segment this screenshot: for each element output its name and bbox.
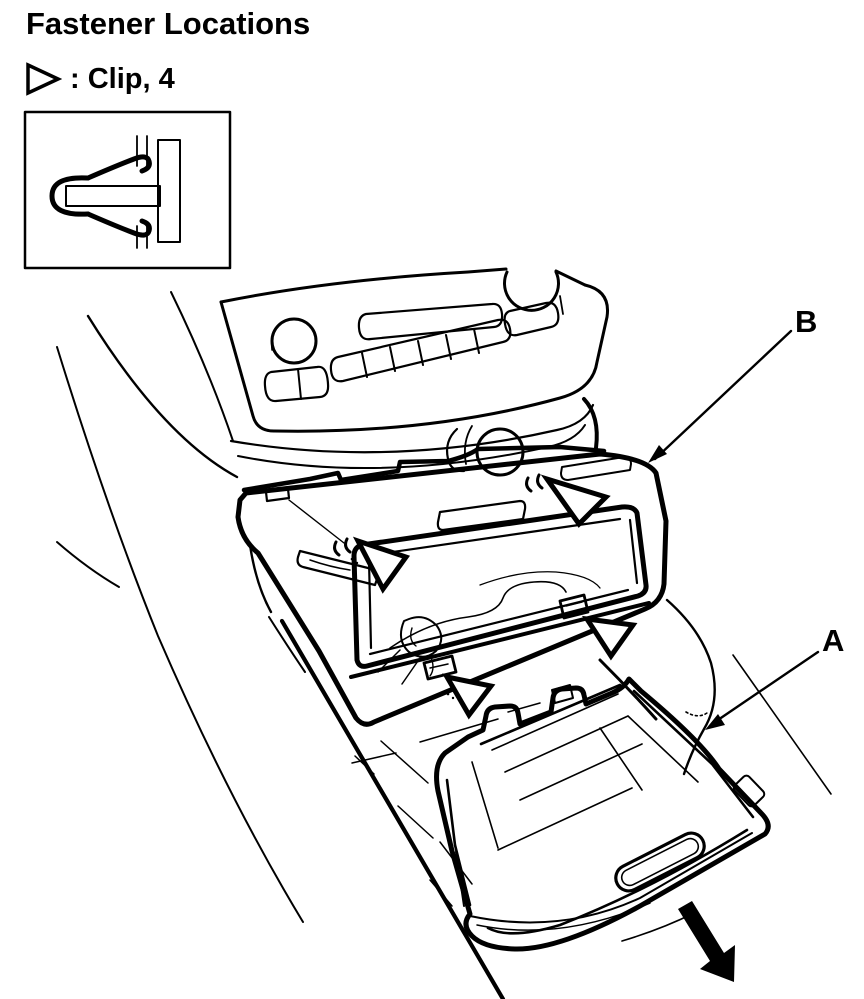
callout-a: A bbox=[705, 623, 844, 730]
console-left-panel bbox=[56, 291, 304, 923]
callout-a-line bbox=[710, 650, 820, 726]
floor-edge bbox=[279, 618, 506, 999]
callout-b-arrowhead bbox=[648, 445, 667, 463]
drawer-slot bbox=[614, 831, 706, 893]
button-row bbox=[329, 318, 512, 383]
callout-label-a: A bbox=[822, 623, 844, 658]
lower-rail bbox=[349, 601, 651, 679]
clip-marker-4 bbox=[442, 673, 496, 720]
drawer-lip-tab bbox=[732, 774, 766, 808]
clip-seat-mark-right bbox=[525, 473, 544, 493]
drawer-box bbox=[434, 676, 771, 952]
panel-outline bbox=[219, 283, 610, 433]
clip-shaft-hatched bbox=[65, 185, 161, 207]
clip-legend: : Clip, 4 bbox=[24, 62, 175, 96]
clip-marker-3 bbox=[581, 615, 638, 661]
clip-legend-label: : Clip, 4 bbox=[70, 62, 175, 95]
removal-direction-arrow bbox=[678, 901, 735, 982]
top-face-right-slot bbox=[560, 456, 632, 481]
clip-cross-section-inset bbox=[23, 110, 232, 270]
clip-stud-lines bbox=[136, 135, 148, 249]
leader-line bbox=[288, 499, 345, 544]
clip-marker-2 bbox=[352, 536, 411, 594]
callout-a-arrowhead bbox=[705, 714, 725, 730]
clip-triangle-icon bbox=[26, 62, 62, 96]
console-floor bbox=[248, 543, 658, 999]
clip-tab-right bbox=[558, 593, 590, 620]
opening-interior bbox=[377, 571, 601, 685]
boss-cylinder bbox=[399, 616, 443, 658]
panel-section-hatched bbox=[157, 139, 181, 243]
drawer-outline bbox=[434, 676, 771, 952]
clip-markers bbox=[352, 474, 638, 720]
center-panel bbox=[219, 267, 610, 433]
clip-seat-mark-left bbox=[333, 537, 352, 557]
clip-tab-left bbox=[422, 654, 458, 681]
callout-b: B bbox=[648, 304, 817, 463]
display-slot bbox=[357, 302, 504, 341]
console-right-panel bbox=[665, 598, 832, 795]
large-button bbox=[503, 301, 560, 337]
frame-top-tab bbox=[264, 487, 291, 503]
inset-border bbox=[23, 110, 232, 270]
wide-button bbox=[263, 365, 330, 403]
heater-bracket bbox=[229, 397, 607, 493]
pocket-opening bbox=[351, 504, 649, 669]
callout-label-b: B bbox=[795, 304, 817, 339]
callout-b-line bbox=[653, 329, 793, 461]
clip-body bbox=[49, 154, 152, 238]
clip-marker-1 bbox=[540, 474, 611, 528]
lower-knob bbox=[475, 427, 525, 477]
right-knob bbox=[503, 270, 560, 312]
page-title: Fastener Locations bbox=[26, 6, 311, 41]
